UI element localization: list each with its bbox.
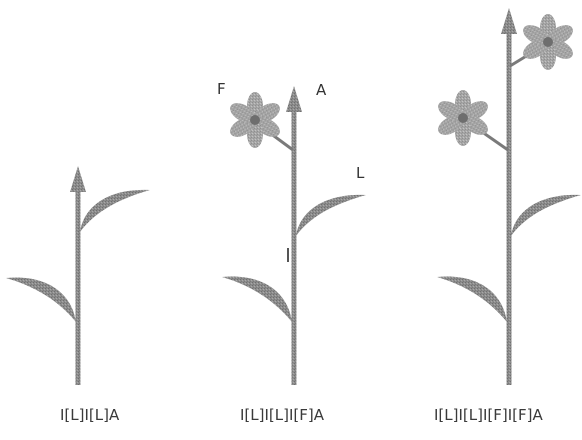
plant-3: I[L]I[L]I[F]I[F]A xyxy=(434,8,581,424)
leaf-lower xyxy=(222,276,292,322)
plant-3-caption: I[L]I[L]I[F]I[F]A xyxy=(434,406,543,424)
apex-arrow xyxy=(70,166,86,192)
flower-lower xyxy=(435,90,491,146)
plant-2-caption: I[L]I[L]I[F]A xyxy=(240,406,325,424)
leaf-upper xyxy=(80,190,150,232)
flower-upper xyxy=(520,14,576,70)
plant-1-caption: I[L]I[L]A xyxy=(60,406,120,424)
leaf-lower xyxy=(437,276,507,322)
apex-arrow xyxy=(501,8,517,34)
flower-label: F xyxy=(217,80,226,98)
plant-1: I[L]I[L]A xyxy=(6,166,150,424)
apex-arrow xyxy=(286,86,302,112)
leaf-upper xyxy=(511,195,581,236)
leaf-label: L xyxy=(356,164,365,182)
apex-label: A xyxy=(316,81,327,99)
leaf-lower xyxy=(6,277,76,322)
plant-2: F A L I[L]I[L]I[F]A xyxy=(217,80,366,424)
flower-1 xyxy=(227,92,283,148)
leaf-upper xyxy=(296,195,366,236)
